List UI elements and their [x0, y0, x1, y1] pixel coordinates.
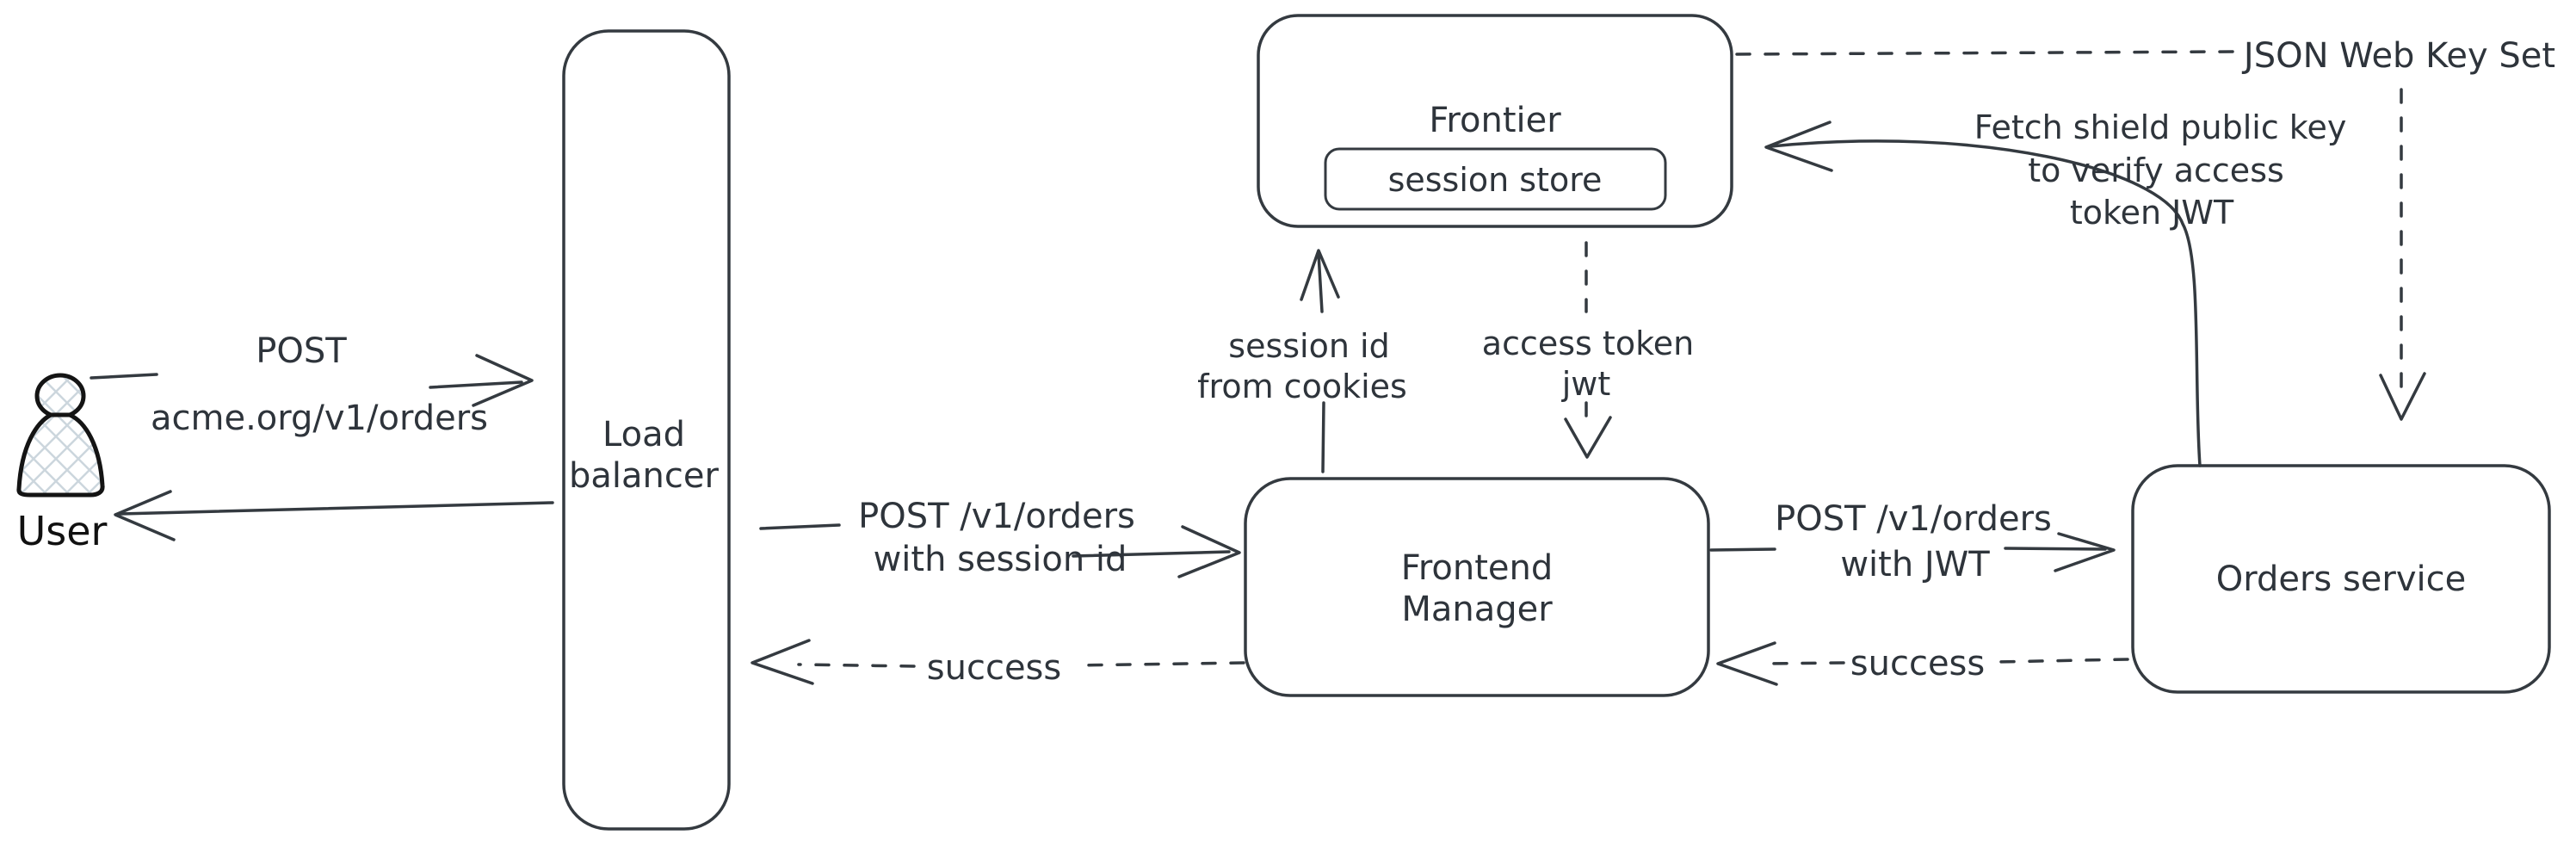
edge-label-post-url: acme.org/v1/orders	[151, 399, 488, 438]
frontier-label: Frontier	[1429, 101, 1561, 140]
arrow-lb-to-frontend-manager: POST /v1/orders with session id	[759, 497, 1241, 579]
arrowhead-right-icon	[2054, 532, 2116, 572]
arrow-line	[1321, 401, 1325, 473]
arrowhead-down-icon	[1564, 416, 1612, 459]
arrowhead-left-icon	[1716, 641, 1778, 686]
edge-label-fetch-key-line2: to verify access	[2028, 151, 2284, 189]
arrow-orders-to-frontier-fetch-key: Fetch shield public key to verify access…	[1764, 108, 2347, 467]
frontier-box	[1257, 14, 1733, 228]
arrow-fm-to-orders: POST /v1/orders with JWT	[1709, 499, 2116, 584]
orders-service-box	[2131, 464, 2551, 694]
frontend-manager-label-line1: Frontend	[1401, 548, 1554, 588]
session-store-box	[1324, 147, 1667, 211]
frontend-manager-label-line2: Manager	[1401, 590, 1553, 629]
edge-label-post: POST	[256, 331, 347, 371]
node-load-balancer: Load balancer	[562, 29, 731, 831]
arrow-line	[1317, 252, 1324, 313]
edge-label-success: success	[927, 648, 1061, 688]
dashed-line	[1072, 661, 1245, 667]
arrow-line	[119, 501, 554, 516]
arrow-frontier-to-fm-access-token: access token jwt	[1482, 241, 1694, 459]
edge-label-post-v1-orders: POST /v1/orders	[858, 497, 1135, 536]
jwks-label: JSON Web Key Set	[2241, 36, 2555, 76]
arrowhead-down-icon	[2379, 372, 2426, 421]
jwks-annotation: JSON Web Key Set	[1733, 36, 2555, 421]
arrowhead-left-icon	[751, 639, 814, 685]
load-balancer-label-line2: balancer	[569, 456, 719, 496]
edge-label-session-id: session id	[1228, 327, 1389, 365]
arrowhead-right-icon	[1177, 525, 1241, 578]
arrow-load-balancer-to-user	[114, 490, 554, 541]
edge-label-post-v1-orders-jwt: POST /v1/orders	[1775, 499, 2052, 539]
user-icon	[34, 373, 86, 419]
arrowhead-left-icon	[1764, 121, 1833, 172]
edge-label-from-cookies: from cookies	[1197, 368, 1407, 405]
node-frontier: Frontier session store	[1257, 14, 1733, 228]
session-store-label: session store	[1388, 161, 1603, 199]
edge-label-jwt: jwt	[1561, 365, 1611, 403]
jwks-dashed-line-to-frontier	[1733, 50, 2234, 56]
user-label: User	[17, 508, 108, 554]
arrow-line	[759, 523, 841, 530]
arrow-orders-to-fm-success: success	[1716, 641, 2129, 686]
edge-label-fetch-key-line1: Fetch shield public key	[1974, 108, 2347, 146]
curved-arrow-line	[1770, 139, 2202, 467]
arrow-user-to-load-balancer: POST acme.org/v1/orders	[90, 331, 534, 438]
edge-label-fetch-key-line3: token JWT	[2070, 194, 2234, 232]
load-balancer-label-line1: Load	[602, 415, 685, 454]
user-icon-body	[16, 412, 105, 498]
node-frontend-manager: Frontend Manager	[1244, 477, 1710, 697]
arrow-line	[429, 380, 523, 389]
arrow-line	[1709, 547, 1776, 552]
user-actor: User	[16, 373, 108, 554]
edge-label-access-token: access token	[1482, 325, 1694, 362]
arrow-fm-to-frontier-session-id: session id from cookies	[1197, 249, 1407, 473]
arrowhead-left-icon	[114, 490, 176, 541]
arrow-line	[90, 373, 158, 380]
arrow-fm-to-lb-success: success	[751, 639, 1245, 688]
arrowhead-right-icon	[472, 354, 534, 407]
arrow-line	[2004, 547, 2107, 551]
edge-label-with-session-id: with session id	[874, 540, 1127, 579]
dashed-line	[1760, 661, 1845, 665]
edge-label-with-jwt: with JWT	[1840, 545, 1990, 584]
dashed-line	[797, 663, 916, 668]
edge-label-success: success	[1850, 644, 1985, 683]
arrow-line	[1072, 550, 1231, 558]
frontend-manager-box	[1244, 477, 1710, 697]
node-orders-service: Orders service	[2131, 464, 2551, 694]
orders-service-label: Orders service	[2216, 560, 2467, 599]
arrowhead-up-icon	[1300, 249, 1340, 301]
load-balancer-box	[562, 29, 731, 831]
dashed-line	[1993, 658, 2129, 664]
